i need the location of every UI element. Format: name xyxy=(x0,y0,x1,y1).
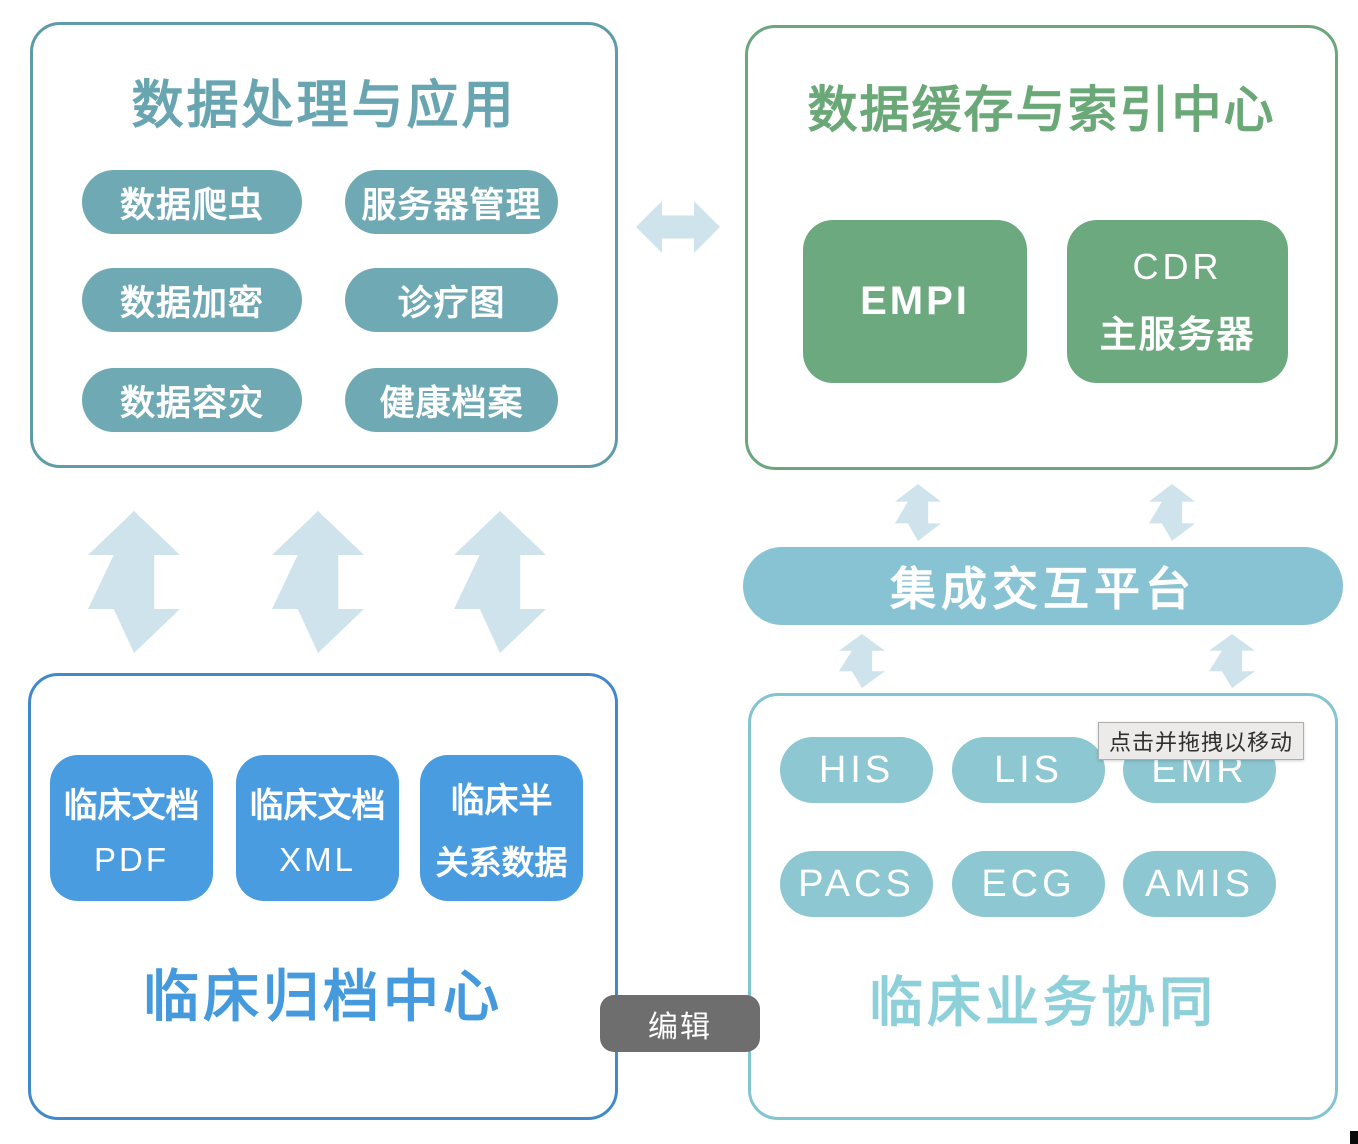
double-arrow-vertical-icon xyxy=(454,511,546,653)
integration-platform-pill[interactable]: 集成交互平台 xyxy=(743,547,1343,625)
archive-title: 临床归档中心 xyxy=(143,965,503,1028)
processing-item-server-mgmt[interactable]: 服务器管理 xyxy=(345,170,558,234)
cdr-label: CDR xyxy=(1132,245,1223,287)
cache-index-box[interactable]: 数据缓存与索引中心 EMPI CDR 主服务器 xyxy=(745,25,1338,470)
double-arrow-vertical-icon xyxy=(272,511,364,653)
doc-card-pdf[interactable]: 临床文档 PDF xyxy=(50,755,213,901)
doc-card-line2: 关系数据 xyxy=(435,843,568,881)
system-pill-amis[interactable]: AMIS xyxy=(1123,851,1276,917)
processing-item-health-records[interactable]: 健康档案 xyxy=(345,368,558,432)
collaboration-box[interactable]: HIS LIS EMR PACS ECG AMIS 临床业务协同 xyxy=(748,693,1338,1120)
doc-card-line1: 临床文档 xyxy=(63,786,200,825)
processing-item-encryption[interactable]: 数据加密 xyxy=(82,268,302,332)
cursor-artifact xyxy=(1350,1131,1358,1144)
processing-item-crawler[interactable]: 数据爬虫 xyxy=(82,170,302,234)
empi-node[interactable]: EMPI xyxy=(803,220,1027,383)
archive-box[interactable]: 临床文档 PDF 临床文档 XML 临床半 关系数据 临床归档中心 xyxy=(28,673,618,1120)
edit-button[interactable]: 编辑 xyxy=(600,995,760,1052)
double-arrow-vertical-icon xyxy=(1149,484,1195,541)
system-pill-his[interactable]: HIS xyxy=(780,737,933,803)
processing-item-diagnosis-chart[interactable]: 诊疗图 xyxy=(345,268,558,332)
doc-card-line2: XML xyxy=(279,840,356,878)
double-arrow-vertical-icon xyxy=(88,511,180,653)
cdr-sublabel: 主服务器 xyxy=(1099,313,1256,355)
cdr-node[interactable]: CDR 主服务器 xyxy=(1067,220,1288,383)
processing-box[interactable]: 数据处理与应用 数据爬虫 服务器管理 数据加密 诊疗图 数据容灾 健康档案 xyxy=(30,22,618,468)
cache-index-title: 数据缓存与索引中心 xyxy=(807,82,1276,138)
empi-label: EMPI xyxy=(860,279,970,323)
double-arrow-vertical-icon xyxy=(839,634,885,688)
doc-card-line2: PDF xyxy=(94,840,169,878)
double-arrow-vertical-icon xyxy=(895,484,941,541)
doc-card-semi-relational[interactable]: 临床半 关系数据 xyxy=(420,755,583,901)
doc-card-line1: 临床半 xyxy=(450,781,553,820)
system-pill-lis[interactable]: LIS xyxy=(952,737,1105,803)
drag-to-move-tooltip: 点击并拖拽以移动 xyxy=(1098,722,1304,760)
collaboration-title: 临床业务协同 xyxy=(869,973,1217,1033)
doc-card-line1: 临床文档 xyxy=(249,786,386,825)
double-arrow-horizontal-icon xyxy=(636,201,720,253)
double-arrow-vertical-icon xyxy=(1209,634,1255,688)
processing-item-disaster-recovery[interactable]: 数据容灾 xyxy=(82,368,302,432)
processing-title: 数据处理与应用 xyxy=(131,77,517,135)
doc-card-xml[interactable]: 临床文档 XML xyxy=(236,755,399,901)
system-pill-ecg[interactable]: ECG xyxy=(952,851,1105,917)
system-pill-pacs[interactable]: PACS xyxy=(780,851,933,917)
